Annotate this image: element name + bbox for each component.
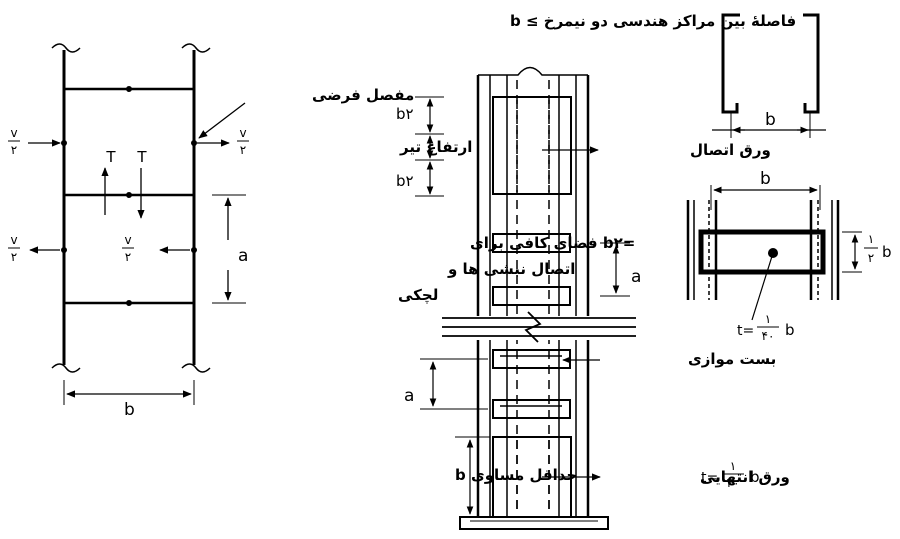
break-mark [51, 363, 81, 373]
batten-label: بست موازی [688, 350, 776, 368]
break-mark [51, 43, 81, 53]
min-equal-label: حداقل مساوی b [455, 466, 577, 484]
b2-label-top: b۲ [396, 105, 414, 123]
frac-den: ۴۰ [727, 476, 740, 490]
batten-plate [492, 286, 571, 306]
channel-section-figure: b [712, 13, 826, 138]
half-num: ۱ [868, 232, 874, 246]
batten-plate [492, 233, 571, 253]
t-b: b [785, 321, 795, 339]
v-half-fraction: v ۲ [8, 233, 20, 264]
plate-leader [751, 252, 774, 321]
beam-height-label: ارتفاع تیر [399, 138, 472, 156]
v-denominator: ۲ [11, 143, 17, 157]
tension-label: T [136, 148, 147, 166]
tension-label: T [105, 148, 116, 166]
hinge-dot [61, 140, 67, 146]
v-half-fraction: v ۲ [8, 126, 20, 157]
v-numerator: v [10, 126, 17, 140]
hinge-dot [191, 140, 197, 146]
t-fraction: ۱ ۴۰ [757, 312, 779, 343]
title: فاصلهٔ بین مراکز هندسی دو نیمرخ ≥ b [510, 12, 796, 30]
plate-section-figure: b ۱ ۲ b t= ۱ ۴۰ b [686, 169, 892, 343]
t-equals: t= [737, 323, 754, 339]
frac-num: ۱ [730, 459, 736, 473]
batten-plate [492, 399, 571, 419]
hinge-leader [198, 102, 246, 139]
space-note-line1: =b۲ فضای کافی برای [470, 234, 635, 252]
channel-b-label: b [765, 110, 776, 130]
hinge-dot [126, 86, 132, 92]
break-mark [181, 43, 211, 53]
hinge-label: مفصل فرضی [312, 86, 414, 104]
t-fraction: ۱ ۴۰ [722, 459, 744, 490]
v-half-fraction: v ۲ [237, 126, 249, 157]
space-note-line2: اتصال نبشی ها و [447, 260, 575, 278]
hinge-dot [126, 192, 132, 198]
hinge-dot [126, 300, 132, 306]
left-frame-figure: مفصل فرضی v ۲ v ۲ v ۲ v ۲ T [8, 43, 414, 420]
dim-a-upper-label: a [631, 267, 641, 287]
tie-plate-section [698, 229, 826, 275]
dim-b-label: b [124, 400, 135, 420]
center-column-figure: ورق اتصال b۲ ارتفاع تیر b۲ =b۲ فضای کافی… [396, 66, 790, 530]
section-b-label: b [760, 169, 771, 189]
break-mark [181, 363, 211, 373]
v-half-fraction: v ۲ [122, 233, 134, 264]
v-denominator: ۲ [240, 143, 246, 157]
hinge-dot [61, 247, 67, 253]
v-numerator: v [124, 233, 131, 247]
end-plate-label: ورق انتهایی [700, 468, 790, 486]
break-zigzag [524, 311, 542, 343]
v-numerator: v [239, 126, 246, 140]
hinge-dot [191, 247, 197, 253]
half-b: b [882, 243, 892, 261]
v-denominator: ۲ [11, 250, 17, 264]
dim-a-label: a [238, 246, 248, 266]
v-denominator: ۲ [125, 250, 131, 264]
end-plate-b: b [750, 468, 760, 486]
frac-den: ۴۰ [762, 329, 775, 343]
b2-label-bottom: b۲ [396, 172, 414, 190]
tie-plate-label: ورق اتصال [690, 141, 771, 159]
frac-num: ۱ [765, 312, 771, 326]
left-channel [721, 13, 740, 114]
half-fraction: ۱ ۲ [864, 232, 878, 265]
right-channel [803, 13, 820, 114]
half-den: ۲ [868, 251, 874, 265]
t-equals: t= [701, 470, 718, 486]
column-top [478, 66, 588, 76]
tie-plate-top [492, 96, 572, 195]
base-plate [459, 516, 609, 530]
space-note-line3: لچکی [398, 286, 438, 305]
dim-a-lower-label: a [404, 386, 414, 406]
v-numerator: v [10, 233, 17, 247]
